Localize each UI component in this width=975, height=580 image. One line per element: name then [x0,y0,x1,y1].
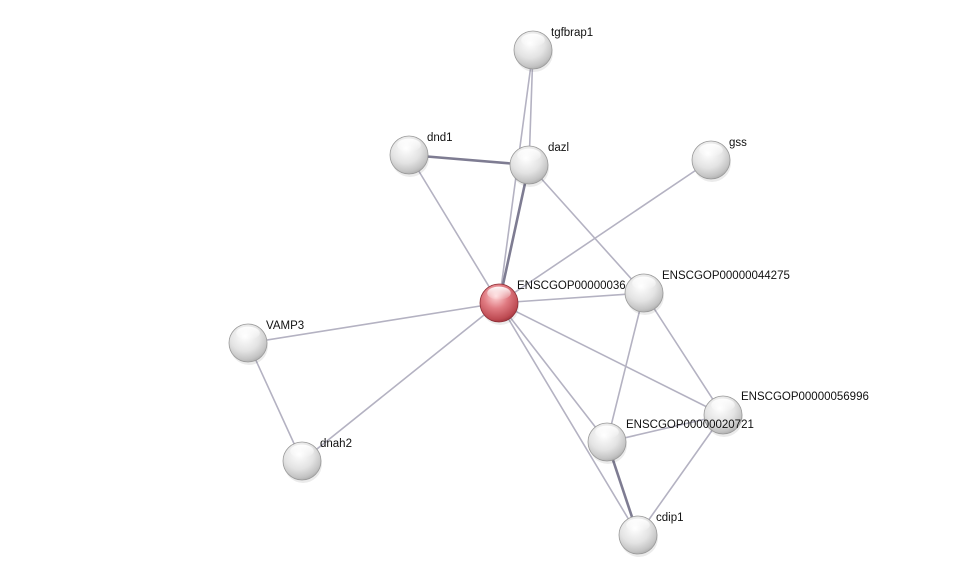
node-label-gss: gss [729,137,747,149]
edge-ENSCGOP00000036-ENSCGOP00000056996 [498,302,724,416]
node-highlight [632,276,656,290]
edge-VAMP3-dnah2 [247,342,303,462]
edge-ENSCGOP00000036-ENSCGOP00000044275 [498,292,645,304]
edge-dazl-ENSCGOP00000044275 [528,164,645,294]
edge-ENSCGOP00000036-ENSCGOP00000020721 [498,302,608,443]
edge-ENSCGOP00000036-dazl [497,163,531,305]
node-dnd1[interactable]: dnd1 [389,132,453,177]
node-VAMP3[interactable]: VAMP3 [228,320,304,365]
edge-ENSCGOP00000036-VAMP3 [247,302,500,344]
edge-ENSCGOP00000056996-cdip1 [637,414,724,536]
node-highlight [595,425,619,439]
node-highlight [487,286,511,300]
edge-ENSCGOP00000036-dnah2 [301,302,500,462]
node-label-tgfbrap1: tgfbrap1 [551,27,593,39]
node-highlight [699,143,723,157]
node-ENSCGOP00000020721[interactable]: ENSCGOP00000020721 [587,419,754,464]
node-label-ENSCGOP00000020721: ENSCGOP00000020721 [626,419,754,431]
edge-ENSCGOP00000044275-ENSCGOP00000056996 [643,292,724,416]
node-highlight [290,444,314,458]
node-gss[interactable]: gss [691,137,747,182]
node-label-cdip1: cdip1 [656,512,684,524]
node-label-ENSCGOP00000044275: ENSCGOP00000044275 [662,270,790,282]
node-label-VAMP3: VAMP3 [266,320,304,332]
node-label-dnah2: dnah2 [320,438,352,450]
node-label-ENSCGOP00000036: ENSCGOP00000036 [517,280,626,292]
node-highlight [517,148,541,162]
node-dazl[interactable]: dazl [509,142,569,187]
edge-ENSCGOP00000036-gss [498,159,712,304]
node-highlight [711,398,735,412]
node-label-dazl: dazl [548,142,569,154]
node-highlight [521,33,545,47]
edge-ENSCGOP00000036-cdip1 [498,302,639,536]
edge-dnd1-dazl [407,153,531,167]
node-highlight [626,518,650,532]
node-ENSCGOP00000056996[interactable]: ENSCGOP00000056996 [703,391,869,437]
node-label-dnd1: dnd1 [427,132,453,144]
edge-ENSCGOP00000020721-ENSCGOP00000056996 [606,414,724,443]
node-ENSCGOP00000044275[interactable]: ENSCGOP00000044275 [624,270,790,315]
node-highlight [397,138,421,152]
node-ENSCGOP00000036[interactable]: ENSCGOP00000036 [479,280,626,325]
edge-ENSCGOP00000036-dnd1 [408,154,500,304]
node-label-ENSCGOP00000056996: ENSCGOP00000056996 [741,391,869,403]
nodes-layer: ENSCGOP00000036 tgfbrap1 dnd1 dazl gssENSCGO… [228,27,869,557]
node-dnah2[interactable]: dnah2 [282,438,352,483]
node-cdip1[interactable]: cdip1 [618,512,684,557]
node-tgfbrap1[interactable]: tgfbrap1 [513,27,593,72]
node-highlight [236,326,260,340]
edge-ENSCGOP00000044275-ENSCGOP00000020721 [606,292,645,443]
